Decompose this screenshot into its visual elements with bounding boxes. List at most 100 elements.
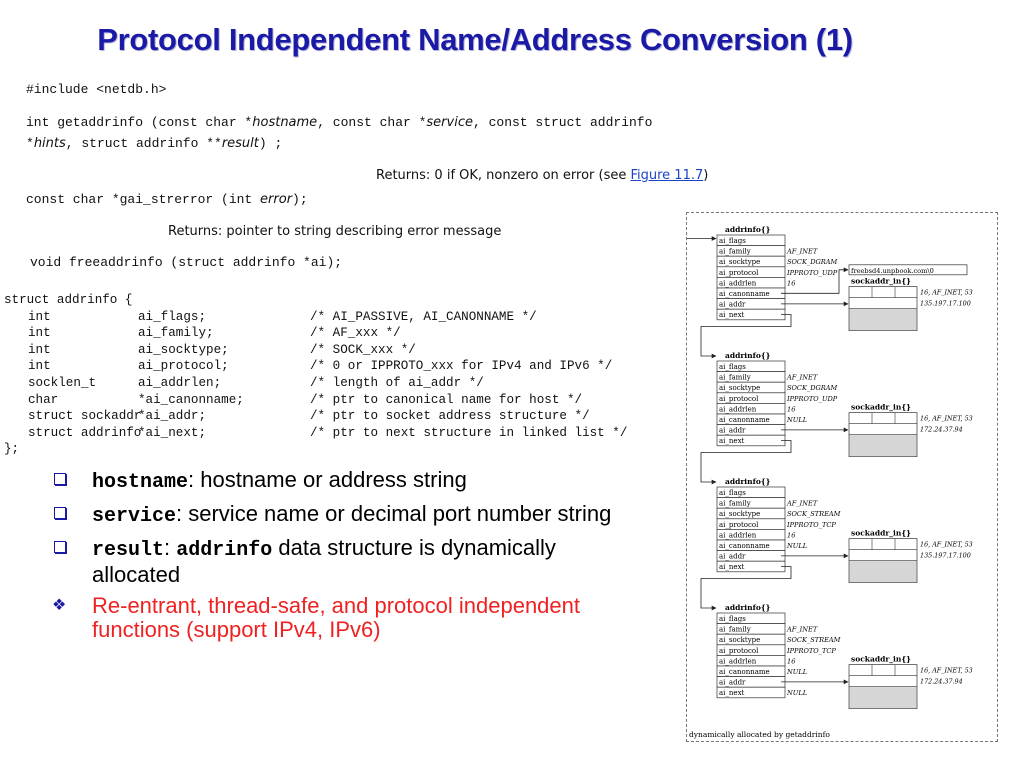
addrinfo-field-value: IPPROTO_TCP bbox=[786, 647, 836, 655]
ai-next-arrow bbox=[700, 314, 792, 359]
sockaddr-ip: 172.24.37.94 bbox=[920, 426, 963, 434]
result-param: result bbox=[221, 136, 259, 151]
addrinfo-field-name: ai_socktype bbox=[719, 384, 760, 392]
addrinfo-field-name: ai_addr bbox=[719, 301, 746, 309]
diagram-caption: dynamically allocated by getaddrinfo bbox=[689, 730, 830, 739]
addrinfo-field-name: ai_addrlen bbox=[719, 531, 757, 539]
sockaddr-title: sockaddr_in{} bbox=[851, 655, 911, 664]
sockaddr-values: 16, AF_INET, 53 bbox=[920, 415, 973, 423]
bullet-list: hostname: hostname or address string ser… bbox=[52, 468, 614, 649]
sockaddr-title: sockaddr_in{} bbox=[851, 403, 911, 412]
sockaddr-values: 16, AF_INET, 53 bbox=[920, 289, 973, 297]
bullet-reentrant: ❖ Re-entrant, thread-safe, and protocol … bbox=[52, 593, 580, 642]
addrinfo-field-name: ai_canonname bbox=[719, 290, 770, 298]
addrinfo-field-value: IPPROTO_UDP bbox=[786, 395, 838, 403]
addrinfo-field-value: SOCK_DGRAM bbox=[787, 384, 837, 392]
include-line: #include <netdb.h> bbox=[26, 82, 167, 97]
diagram-svg: res:addrinfo{}ai_flagsai_familyAF_INETai… bbox=[593, 225, 973, 739]
struct-field-comment: /* ptr to socket address structure */ bbox=[310, 409, 590, 424]
canonname-string: freebsd4.unpbook.com\0 bbox=[851, 267, 934, 275]
service-param: service bbox=[426, 115, 473, 130]
struct-field-comment: /* AI_PASSIVE, AI_CANONNAME */ bbox=[310, 309, 537, 324]
addrinfo-field-name: ai_canonname bbox=[719, 416, 770, 424]
addrinfo-field-name: ai_addr bbox=[719, 427, 746, 435]
addrinfo-field-name: ai_family bbox=[719, 248, 751, 256]
square-bullet-icon bbox=[54, 473, 66, 485]
sockaddr-values: 16, AF_INET, 53 bbox=[920, 541, 973, 549]
addrinfo-field-name: ai_addrlen bbox=[719, 657, 757, 665]
struct-field-comment: /* length of ai_addr */ bbox=[310, 375, 484, 390]
struct-field-type: int bbox=[28, 342, 51, 357]
addrinfo-field-value: NULL bbox=[786, 416, 807, 424]
sockaddr-zero-area bbox=[849, 687, 917, 709]
ai-next-arrow bbox=[700, 566, 792, 611]
addrinfo-field-value: NULL bbox=[786, 542, 807, 550]
hostname-param: hostname bbox=[252, 115, 318, 130]
bullet-service: service: service name or decimal port nu… bbox=[54, 502, 614, 529]
struct-close: }; bbox=[4, 442, 20, 457]
addrinfo-field-name: ai_protocol bbox=[719, 269, 759, 277]
addrinfo-field-value: SOCK_STREAM bbox=[787, 636, 841, 644]
addrinfo-field-value: AF_INET bbox=[786, 248, 818, 256]
sockaddr-ip: 135.197.17.100 bbox=[920, 300, 971, 308]
getaddrinfo-line-2: *hints, struct addrinfo **result) ; bbox=[26, 136, 283, 151]
struct-field-name: ai_addrlen; bbox=[138, 375, 222, 390]
bullet-result: result: addrinfo data structure is dynam… bbox=[54, 536, 614, 587]
addrinfo-field-name: ai_addr bbox=[719, 679, 746, 687]
addrinfo-field-value: IPPROTO_TCP bbox=[786, 521, 836, 529]
addrinfo-field-value: 16 bbox=[787, 279, 795, 287]
addrinfo-field-name: ai_addrlen bbox=[719, 405, 757, 413]
struct-open: struct addrinfo { bbox=[4, 293, 133, 307]
freeaddrinfo-line: void freeaddrinfo (struct addrinfo *ai); bbox=[30, 255, 343, 270]
addrinfo-field-name: ai_flags bbox=[719, 363, 746, 371]
figure-link[interactable]: Figure 11.7 bbox=[630, 168, 704, 183]
struct-field-comment: /* 0 or IPPROTO_xxx for IPv4 and IPv6 */ bbox=[310, 359, 613, 374]
addrinfo-field-name: ai_next bbox=[719, 437, 745, 445]
diamond-star-bullet-icon: ❖ bbox=[52, 597, 67, 614]
addrinfo-field-name: ai_next bbox=[719, 689, 745, 697]
addrinfo-field-value: AF_INET bbox=[786, 500, 818, 508]
sockaddr-zero-area bbox=[849, 561, 917, 583]
addrinfo-field-value: IPPROTO_UDP bbox=[786, 269, 838, 277]
addrinfo-title: addrinfo{} bbox=[725, 603, 771, 612]
addrinfo-field-name: ai_next bbox=[719, 311, 745, 319]
struct-field-comment: /* ptr to next structure in linked list … bbox=[310, 425, 628, 440]
addrinfo-field-name: ai_addrlen bbox=[719, 279, 757, 287]
sockaddr-zero-area bbox=[849, 435, 917, 457]
struct-field-name: ai_flags; bbox=[138, 309, 207, 324]
error-param: error bbox=[260, 192, 293, 207]
addrinfo-field-value: 16 bbox=[787, 405, 795, 413]
struct-field-comment: /* SOCK_xxx */ bbox=[310, 342, 416, 357]
addrinfo-field-value: SOCK_DGRAM bbox=[787, 258, 837, 266]
sockaddr-zero-area bbox=[849, 309, 917, 331]
addrinfo-field-name: ai_flags bbox=[719, 489, 746, 497]
addrinfo-field-name: ai_canonname bbox=[719, 542, 770, 550]
addrinfo-field-value: NULL bbox=[786, 689, 807, 697]
addrinfo-field-name: ai_socktype bbox=[719, 258, 760, 266]
addrinfo-field-name: ai_socktype bbox=[719, 636, 760, 644]
addrinfo-field-name: ai_addr bbox=[719, 553, 746, 561]
square-bullet-icon bbox=[54, 541, 66, 553]
addrinfo-field-name: ai_flags bbox=[719, 615, 746, 623]
addrinfo-field-value: 16 bbox=[787, 657, 795, 665]
struct-field-comment: /* AF_xxx */ bbox=[310, 326, 401, 341]
struct-field-type: struct sockaddr bbox=[28, 409, 142, 424]
slide-title: Protocol Independent Name/Address Conver… bbox=[97, 22, 853, 57]
struct-field-name: *ai_addr; bbox=[138, 409, 207, 424]
struct-field-name: ai_protocol; bbox=[138, 359, 229, 374]
struct-field-name: *ai_canonname; bbox=[138, 392, 244, 407]
addrinfo-field-cell bbox=[716, 686, 786, 699]
addrinfo-field-name: ai_family bbox=[719, 374, 751, 382]
struct-field-type: int bbox=[28, 309, 51, 324]
struct-field-comment: /* ptr to canonical name for host */ bbox=[310, 392, 583, 407]
bullet-hostname: hostname: hostname or address string bbox=[54, 468, 614, 495]
struct-field-type: socklen_t bbox=[28, 375, 97, 390]
addrinfo-field-name: ai_family bbox=[719, 500, 751, 508]
addrinfo-field-value: SOCK_STREAM bbox=[787, 510, 841, 518]
square-bullet-icon bbox=[54, 507, 66, 519]
gai-strerror-line: const char *gai_strerror (int error); bbox=[26, 192, 308, 207]
addrinfo-field-name: ai_protocol bbox=[719, 521, 759, 529]
sockaddr-values: 16, AF_INET, 53 bbox=[920, 667, 973, 675]
ai-next-arrow bbox=[700, 440, 792, 485]
sockaddr-ip: 172.24.37.94 bbox=[920, 678, 963, 686]
